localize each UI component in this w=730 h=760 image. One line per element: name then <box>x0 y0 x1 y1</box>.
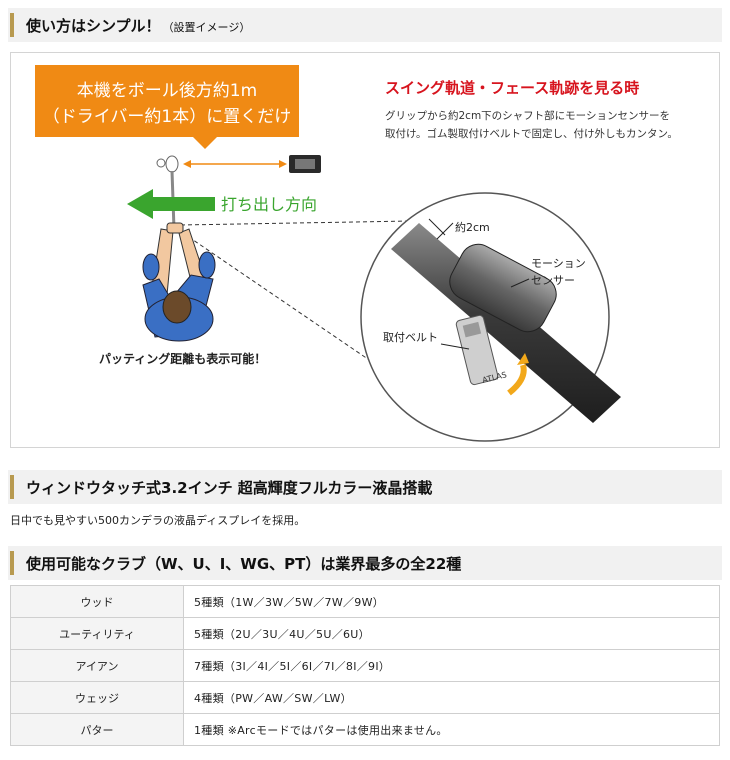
swing-desc-line2: 取付け。ゴム製取付けベルトで固定し、付け外しもカンタン。 <box>385 127 678 140</box>
section-subtitle: （設置イメージ） <box>162 20 251 34</box>
section-title: ウィンドウタッチ式3.2インチ 超高輝度フルカラー液晶搭載 <box>26 478 433 497</box>
device-icon <box>289 155 321 173</box>
club-name: ウェッジ <box>10 681 184 714</box>
heading-accent-bar <box>10 475 14 499</box>
heading-accent-bar <box>10 13 14 37</box>
callout-line2: （ドライバー約1本）に置くだけ <box>43 107 291 127</box>
swing-title: スイング軌道・フェース軌跡を見る時 <box>385 79 639 97</box>
swing-desc-line1: グリップから約2cm下のシャフト部にモーションセンサーを <box>385 109 670 122</box>
club-name: ユーティリティ <box>10 617 184 650</box>
club-types: 4種類（PW／AW／SW／LW） <box>183 681 720 714</box>
callout-line1: 本機をボール後方約1m <box>77 81 257 101</box>
club-head-icon <box>165 155 179 230</box>
display-description: 日中でも見やすい500カンデラの液晶ディスプレイを採用。 <box>10 514 306 527</box>
dimension-label: 約2cm <box>455 220 490 234</box>
section-heading-display: ウィンドウタッチ式3.2インチ 超高輝度フルカラー液晶搭載 <box>8 470 722 504</box>
club-name: ウッド <box>10 585 184 618</box>
direction-arrow-icon <box>127 189 215 219</box>
sensor-label-line1: モーション <box>531 257 586 270</box>
direction-label: 打ち出し方向 <box>221 195 317 214</box>
zoom-circle: ATLAS <box>360 192 621 442</box>
club-types: 5種類（1W／3W／5W／7W／9W） <box>183 585 720 618</box>
callout-box: 本機をボール後方約1m （ドライバー約1本）に置くだけ <box>35 65 299 149</box>
section-title: 使い方はシンプル！（設置イメージ） <box>26 16 251 35</box>
sensor-label-line2: センサー <box>531 274 575 287</box>
section-heading-clubs: 使用可能なクラブ（W、U、I、WG、PT）は業界最多の全22種 <box>8 546 722 580</box>
belt-label: 取付ベルト <box>383 331 438 344</box>
distance-arrow <box>183 160 287 168</box>
heading-accent-bar <box>10 551 14 575</box>
club-name: アイアン <box>10 649 184 682</box>
motion-sensor-icon <box>449 243 557 333</box>
club-types: 5種類（2U／3U／4U／5U／6U） <box>183 617 720 650</box>
section-heading-usage: 使い方はシンプル！（設置イメージ） <box>8 8 722 42</box>
putting-note: パッティング距離も表示可能！ <box>99 351 266 366</box>
setup-illustration: 本機をボール後方約1m （ドライバー約1本）に置くだけ 打ち出し方向 パッティン… <box>10 52 720 448</box>
club-name: パター <box>10 713 184 746</box>
golf-ball-icon <box>156 158 166 168</box>
section-title: 使用可能なクラブ（W、U、I、WG、PT）は業界最多の全22種 <box>26 554 462 573</box>
club-types: 1種類 ※Arcモードではパターは使用出来ません。 <box>183 713 720 746</box>
golfer-illustration <box>142 222 216 342</box>
club-types: 7種類（3I／4I／5I／6I／7I／8I／9I） <box>183 649 720 682</box>
